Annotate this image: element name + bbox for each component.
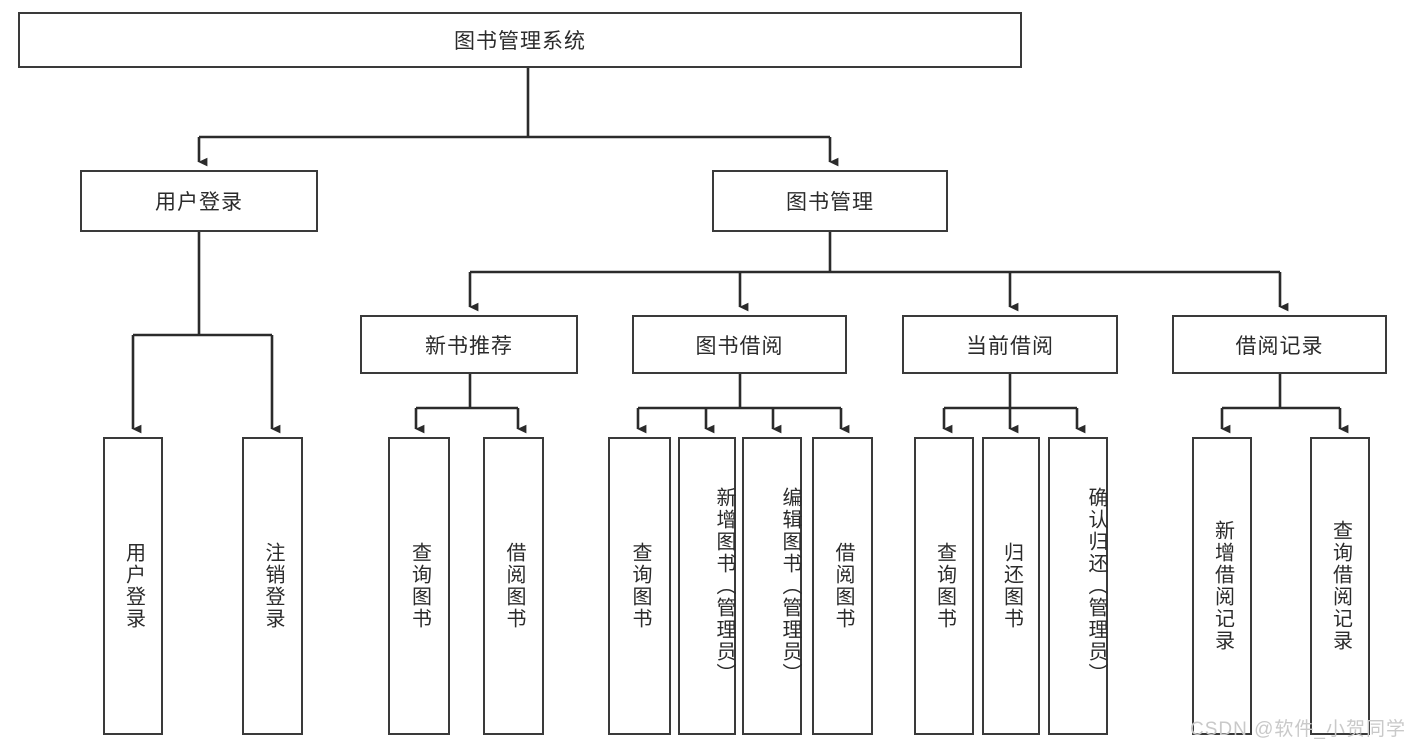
node-book-management-label: 图书管理 [786, 191, 874, 214]
leaf-return-book[interactable]: 归还图书 [982, 437, 1040, 735]
leaf-user-login[interactable]: 用户登录 [103, 437, 163, 735]
leaf-add-borrow-record[interactable]: 新增借阅记录 [1192, 437, 1252, 735]
leaf-confirm-return-admin[interactable]: 确认归还（管理员） [1048, 437, 1108, 735]
node-borrow-records[interactable]: 借阅记录 [1172, 315, 1387, 374]
node-book-borrow[interactable]: 图书借阅 [632, 315, 847, 374]
leaf-current-query-book-label: 查询图书 [933, 542, 956, 630]
node-book-management[interactable]: 图书管理 [712, 170, 948, 232]
leaf-new-book-query-label: 查询图书 [408, 542, 431, 630]
node-new-book-recommend[interactable]: 新书推荐 [360, 315, 578, 374]
leaf-edit-book-admin[interactable]: 编辑图书（管理员） [742, 437, 802, 735]
leaf-add-book-admin[interactable]: 新增图书（管理员） [678, 437, 736, 735]
node-root-label: 图书管理系统 [454, 30, 586, 53]
node-new-book-recommend-label: 新书推荐 [425, 334, 513, 358]
node-book-borrow-label: 图书借阅 [695, 334, 784, 358]
leaf-borrow-query-book-label: 查询图书 [629, 542, 651, 630]
leaf-logout-label: 注销登录 [262, 542, 284, 630]
leaf-edit-book-admin-label: 编辑图书（管理员） [779, 487, 801, 685]
leaf-return-book-label: 归还图书 [1000, 542, 1023, 630]
node-user-login[interactable]: 用户登录 [80, 170, 318, 232]
leaf-confirm-return-admin-label: 确认归还（管理员） [1085, 487, 1107, 685]
node-borrow-records-label: 借阅记录 [1235, 334, 1324, 358]
leaf-new-book-borrow-label: 借阅图书 [503, 542, 525, 630]
leaf-borrow-book-label: 借阅图书 [832, 542, 854, 630]
leaf-add-borrow-record-label: 新增借阅记录 [1211, 520, 1234, 652]
node-current-borrow-label: 当前借阅 [966, 334, 1054, 358]
leaf-query-borrow-record[interactable]: 查询借阅记录 [1310, 437, 1370, 735]
leaf-logout[interactable]: 注销登录 [242, 437, 303, 735]
leaf-add-book-admin-label: 新增图书（管理员） [713, 487, 735, 685]
leaf-current-query-book[interactable]: 查询图书 [914, 437, 974, 735]
leaf-query-borrow-record-label: 查询借阅记录 [1329, 520, 1352, 652]
leaf-new-book-query[interactable]: 查询图书 [388, 437, 450, 735]
node-root[interactable]: 图书管理系统 [18, 12, 1022, 68]
node-user-login-label: 用户登录 [155, 191, 243, 214]
leaf-borrow-book[interactable]: 借阅图书 [812, 437, 873, 735]
leaf-new-book-borrow[interactable]: 借阅图书 [483, 437, 544, 735]
leaf-user-login-label: 用户登录 [122, 542, 145, 630]
leaf-borrow-query-book[interactable]: 查询图书 [608, 437, 671, 735]
csdn-watermark: CSDN @软件_小贺同学 [1190, 719, 1405, 740]
node-current-borrow[interactable]: 当前借阅 [902, 315, 1118, 374]
